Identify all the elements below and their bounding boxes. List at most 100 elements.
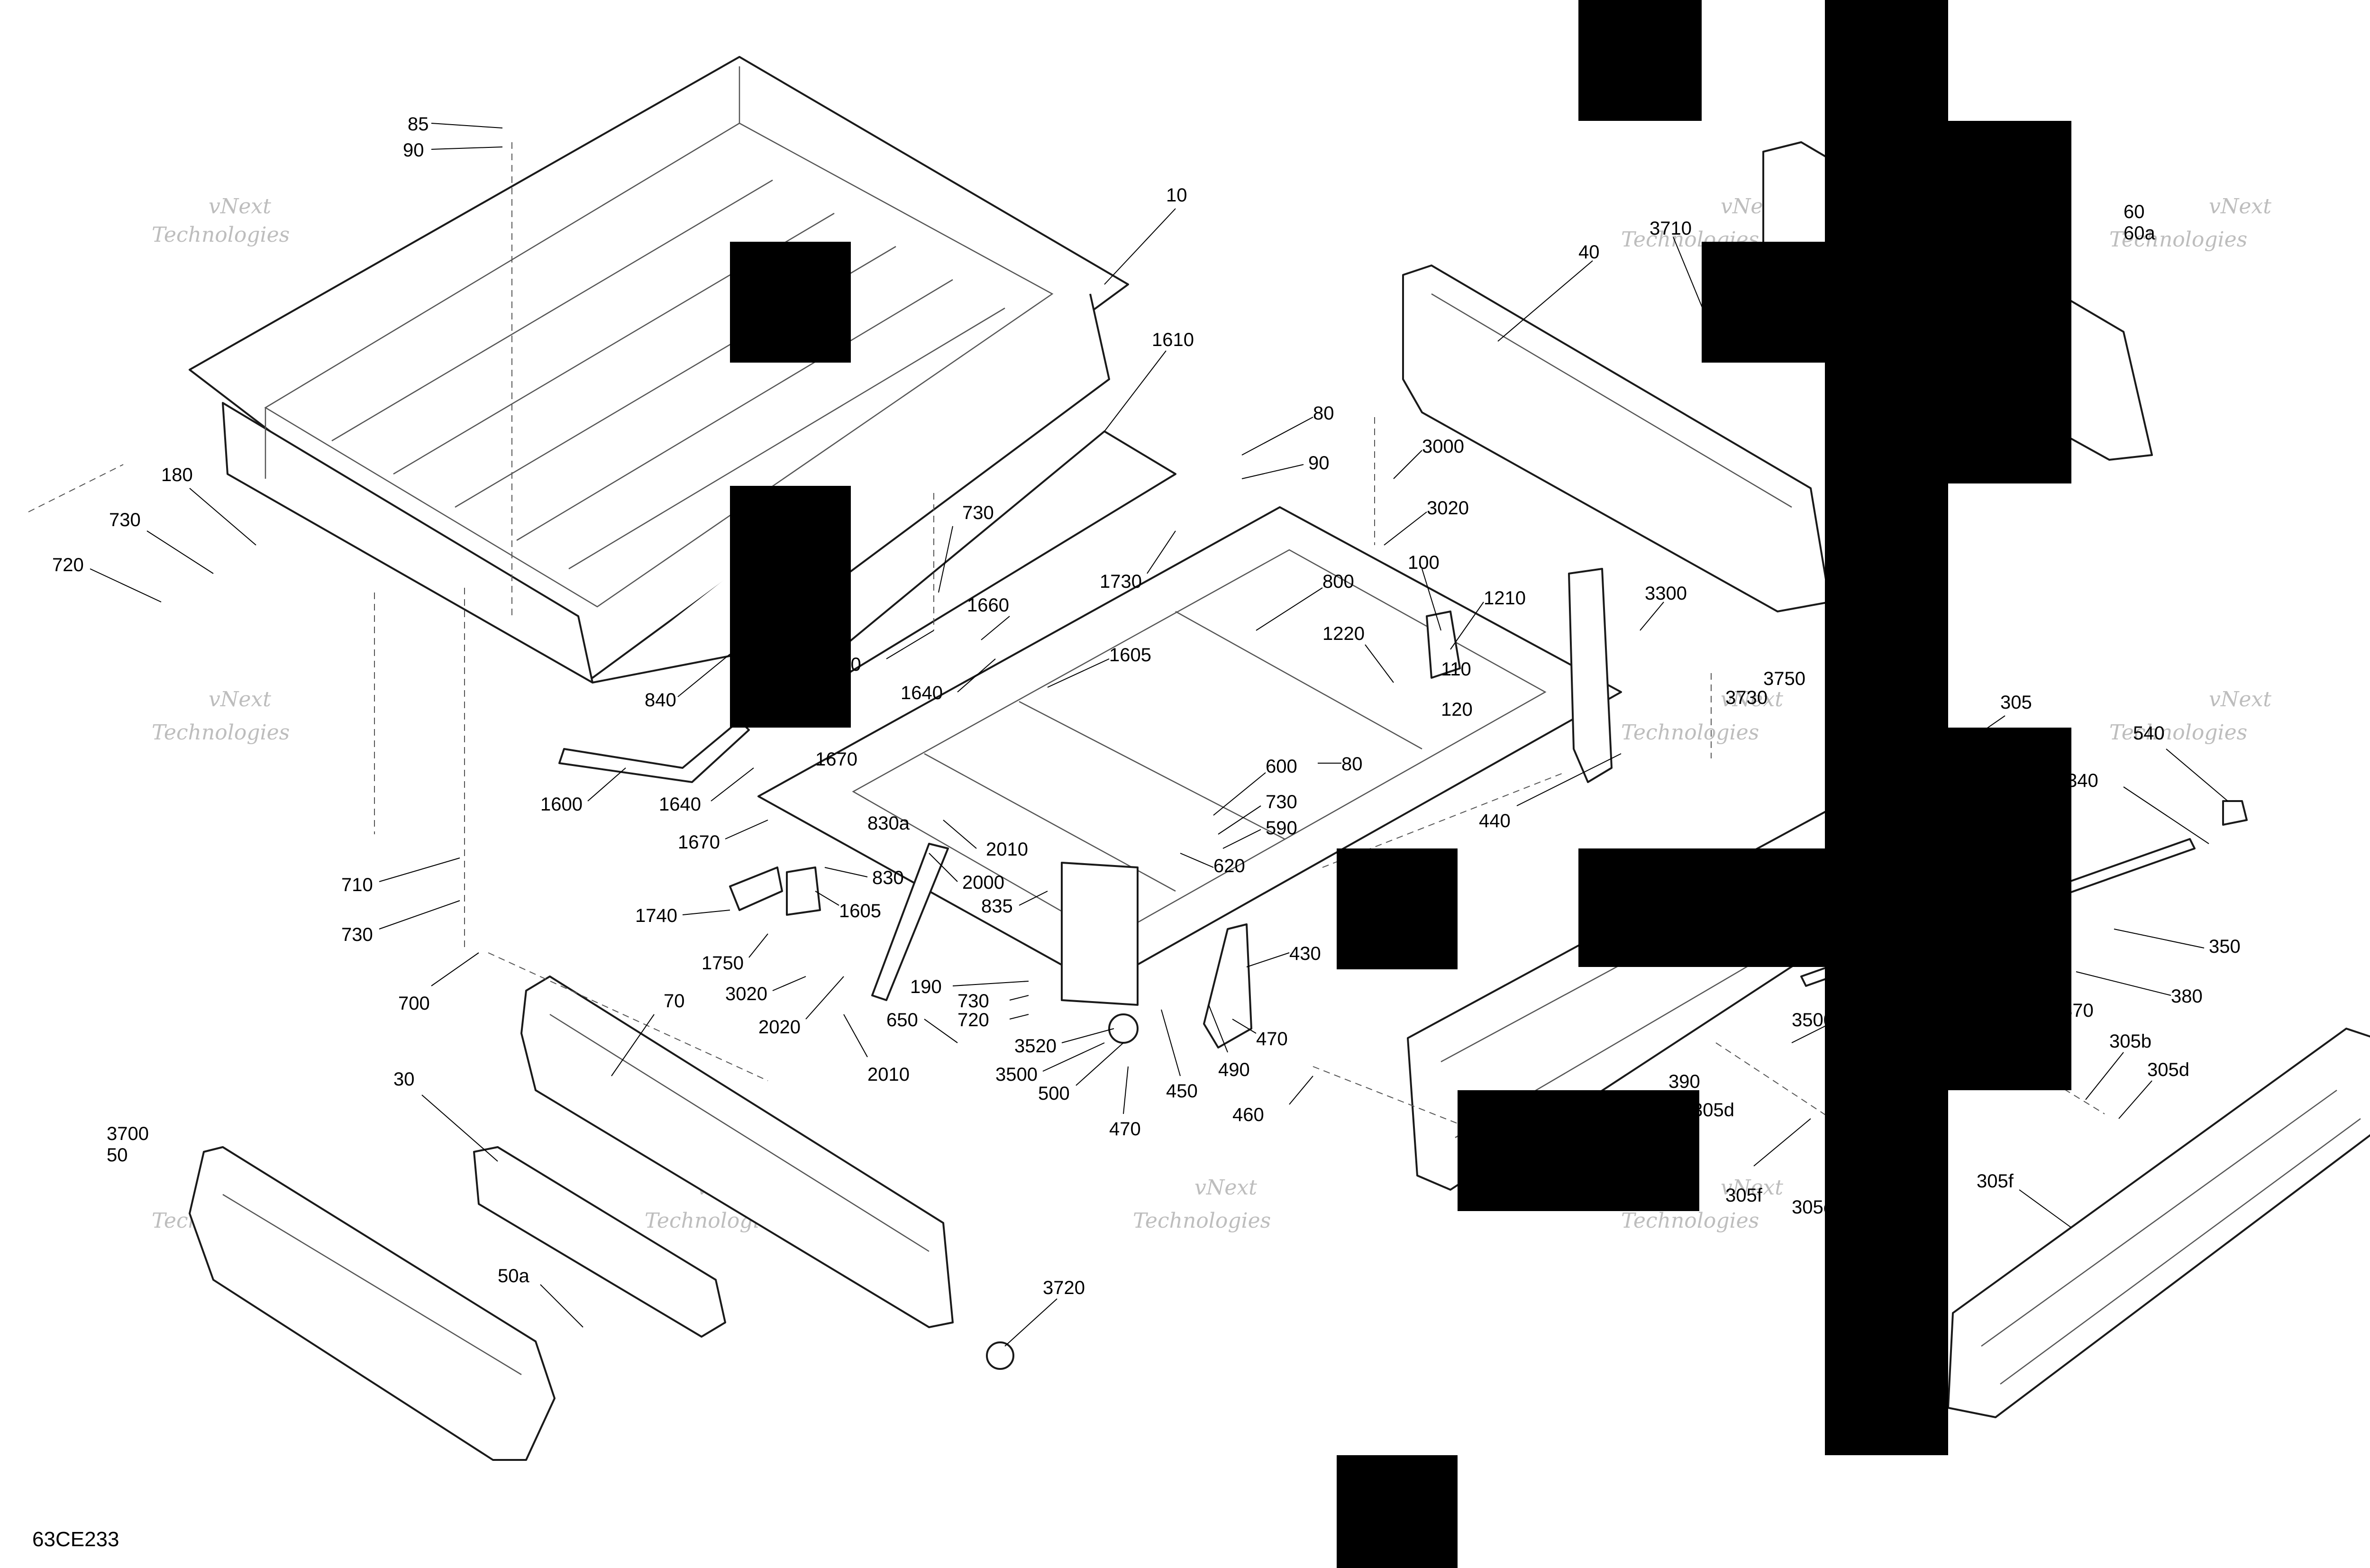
- callout-label: 60: [2124, 201, 2145, 222]
- callout-label: 700: [398, 993, 430, 1014]
- callout-label: 3500: [995, 1064, 1038, 1085]
- watermark: vNext: [2209, 194, 2271, 219]
- callout-label: 80: [1341, 754, 1363, 775]
- callout-label: 835: [981, 896, 1013, 917]
- callout-label: 3520: [1014, 1036, 1057, 1057]
- callouts: 85 90 10 1610 80 90 3000 3020 40 3710 60…: [52, 114, 2241, 1347]
- side-panel-left: [520, 975, 954, 1328]
- callout-label: 1600: [540, 794, 583, 815]
- callout-label: 590: [1266, 818, 1297, 839]
- callout-label: 3020: [725, 984, 767, 1004]
- callout-label: 50: [107, 1145, 128, 1166]
- callout-label: 60a: [2124, 223, 2155, 244]
- callout-label: 3020: [1427, 498, 1469, 519]
- callout-label: 540: [2133, 723, 2165, 744]
- side-panel-right: [1402, 264, 1831, 612]
- callout-label: 490: [1218, 1059, 1250, 1080]
- callout-label: 730: [1266, 792, 1297, 812]
- cargo-frame: [757, 506, 1622, 1006]
- watermark: vNext: [1721, 687, 1783, 711]
- callout-label: 190: [910, 976, 942, 997]
- watermark: Technologies: [1133, 1209, 1271, 1233]
- callout-label: 1640: [659, 794, 701, 815]
- watermark: Technologies: [1621, 1209, 1759, 1233]
- callout-label: 650: [886, 1010, 918, 1030]
- callout-label: 1750: [702, 953, 744, 974]
- callout-label: 1605: [1109, 645, 1151, 665]
- callout-label: 830: [872, 867, 904, 888]
- callout-label: 430: [1289, 943, 1321, 964]
- watermark: vNext: [209, 687, 271, 711]
- callout-label: 720: [957, 1010, 989, 1030]
- callout-label: 440: [1479, 811, 1511, 831]
- callout-label: 10: [1166, 185, 1187, 206]
- hardware: [729, 568, 2248, 1370]
- callout-label: 3000: [1422, 436, 1464, 457]
- callout-label: 80: [1313, 403, 1334, 424]
- callout-label: 730: [109, 510, 141, 530]
- callout-label: 500: [1038, 1083, 1070, 1104]
- redaction-blocks: [730, 0, 2071, 1568]
- callout-label: 600: [1266, 756, 1297, 777]
- callout-label: 2010: [986, 839, 1028, 860]
- callout-label: 620: [1213, 856, 1245, 876]
- watermark: vNext: [1721, 1176, 1783, 1200]
- callout-label: 305b: [2109, 1031, 2151, 1052]
- callout-label: 90: [403, 140, 424, 161]
- callout-label: 305d: [2147, 1059, 2189, 1080]
- callout-label: 380: [2171, 986, 2203, 1007]
- callout-label: 1605: [839, 901, 881, 921]
- callout-label: 710: [341, 875, 373, 895]
- diagram-code: 63CE233: [32, 1528, 119, 1551]
- callout-label: 350: [2209, 936, 2241, 957]
- callout-label: 1610: [1152, 329, 1194, 350]
- callout-label: 1670: [678, 832, 720, 853]
- callout-label: 3730: [1725, 687, 1768, 708]
- callout-label: 70: [664, 991, 685, 1012]
- callout-label: 305f: [1725, 1185, 1763, 1206]
- callout-label: 1660: [967, 595, 1009, 616]
- callout-label: 50a: [498, 1266, 529, 1286]
- watermark: vNext: [209, 194, 271, 219]
- callout-label: 830a: [867, 813, 910, 834]
- trim-left: [473, 1146, 726, 1338]
- watermark: vNext: [2209, 687, 2271, 711]
- callout-label: 180: [161, 465, 193, 485]
- callout-label: 840: [645, 690, 676, 711]
- callout-label: 3300: [1645, 583, 1687, 604]
- callout-label: 470: [1109, 1119, 1141, 1140]
- callout-label: 1220: [1322, 623, 1365, 644]
- callout-label: 450: [1166, 1081, 1198, 1102]
- watermark: Technologies: [2109, 228, 2247, 252]
- callout-label: 340: [2067, 770, 2098, 791]
- callout-label: 730: [962, 502, 994, 523]
- side-panel-far-left: [189, 1146, 556, 1461]
- callout-label: 40: [1578, 242, 1600, 263]
- callout-label: 2010: [867, 1064, 910, 1085]
- callout-label: 1670: [815, 749, 857, 770]
- callout-label: 100: [1408, 552, 1440, 573]
- callout-label: 1210: [1484, 588, 1526, 609]
- watermark: Technologies: [1621, 720, 1759, 745]
- callout-label: 460: [1232, 1104, 1264, 1125]
- callout-label: 1730: [1100, 571, 1142, 592]
- callout-label: 85: [408, 114, 429, 135]
- callout-label: 3700: [107, 1123, 149, 1144]
- callout-label: 305: [2000, 692, 2032, 713]
- callout-label: 30: [393, 1069, 415, 1090]
- callout-label: 2020: [758, 1017, 801, 1038]
- callout-label: 1740: [635, 905, 677, 926]
- callout-label: 3750: [1763, 668, 1805, 689]
- callout-label: 3720: [1043, 1277, 1085, 1298]
- callout-label: 2000: [962, 872, 1004, 893]
- callout-label: 120: [1441, 699, 1473, 720]
- watermark: Technologies: [2109, 720, 2247, 745]
- callout-label: 305f: [1977, 1171, 2014, 1192]
- watermark: Technologies: [152, 223, 290, 247]
- callout-label: 3710: [1650, 218, 1692, 239]
- callout-label: 110: [1441, 659, 1471, 680]
- callout-label: 470: [1256, 1029, 1288, 1049]
- callout-label: 800: [1322, 571, 1354, 592]
- callout-label: 390: [1668, 1071, 1700, 1092]
